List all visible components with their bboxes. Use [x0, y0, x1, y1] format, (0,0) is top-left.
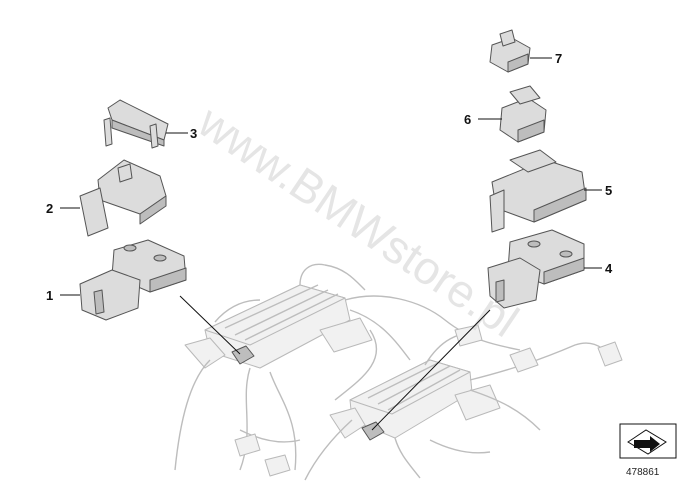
arrow-in-box-icon — [619, 423, 677, 459]
wire-9 — [394, 437, 421, 479]
callout-1: 1 — [46, 288, 53, 303]
left-control-unit — [184, 284, 373, 369]
connector-d — [234, 433, 261, 457]
wire-4 — [349, 309, 411, 361]
installed-part-left — [231, 345, 255, 365]
connector-b — [597, 341, 623, 367]
wire-6 — [334, 329, 378, 401]
callout-4: 4 — [605, 261, 613, 276]
callout-7: 7 — [555, 51, 562, 66]
part-6 — [499, 85, 547, 143]
part-5 — [489, 149, 587, 233]
wire-7 — [469, 342, 611, 381]
part-4 — [487, 229, 585, 309]
right-control-unit — [329, 359, 501, 439]
part-1 — [79, 239, 187, 321]
wire-14 — [429, 439, 491, 454]
wire-10 — [304, 419, 353, 481]
wire-2 — [269, 371, 297, 471]
wire-15 — [214, 299, 261, 323]
callout-5: 5 — [605, 183, 612, 198]
leader-install-right — [371, 309, 491, 431]
reference-number: 478861 — [626, 467, 660, 478]
wire-1 — [239, 367, 251, 471]
connector-c — [454, 324, 483, 347]
leader-lines — [60, 57, 602, 431]
wire-13 — [239, 429, 301, 443]
wire-5 — [344, 295, 521, 351]
leader-install-left — [179, 295, 241, 355]
installed-part-right — [361, 421, 385, 441]
connector-a — [509, 347, 539, 373]
callout-3: 3 — [190, 126, 197, 141]
wire-8 — [469, 389, 541, 431]
connector-e — [264, 454, 291, 477]
wiring-harness-background — [174, 263, 623, 481]
watermark: www.BMWstore.pl — [189, 95, 528, 347]
wire-3 — [174, 359, 211, 471]
callout-2: 2 — [46, 201, 53, 216]
part-2 — [79, 159, 167, 237]
wire-11 — [299, 263, 366, 291]
part-3 — [103, 99, 169, 149]
part-7 — [489, 29, 531, 73]
callout-6: 6 — [464, 112, 471, 127]
